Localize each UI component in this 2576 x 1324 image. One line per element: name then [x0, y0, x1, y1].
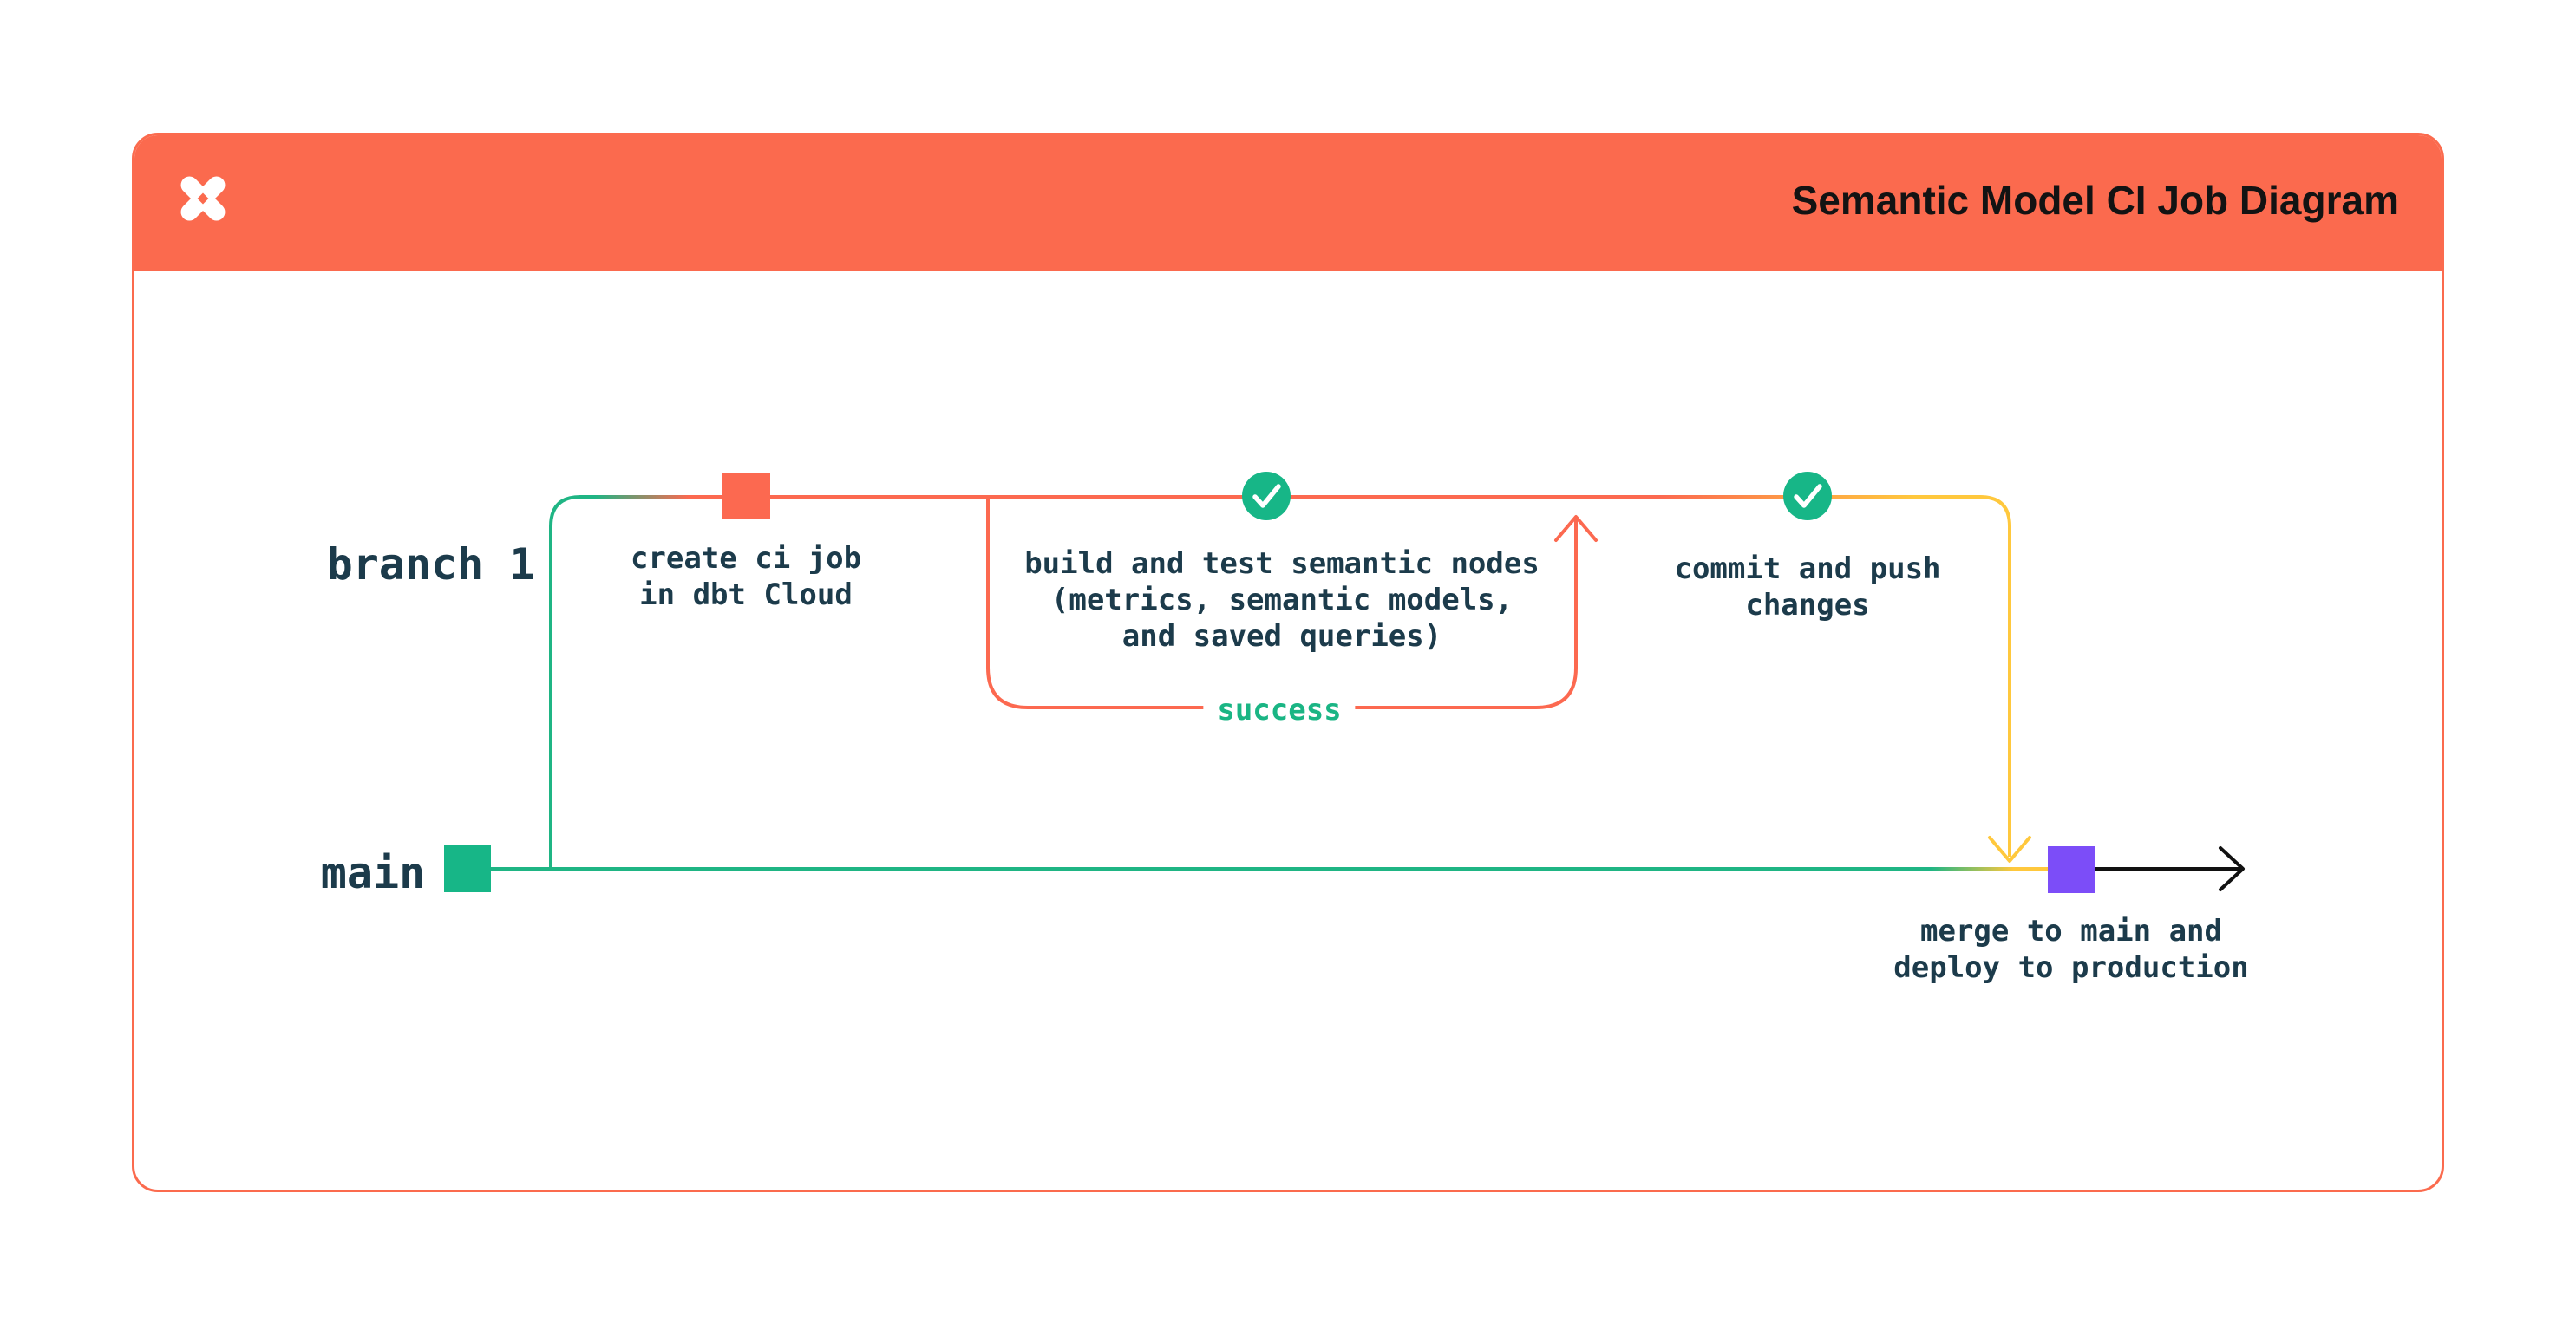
build-test-label: build and test semantic nodes (metrics, …: [1024, 546, 1540, 654]
page-title: Semantic Model CI Job Diagram: [1791, 178, 2399, 223]
commit-node-create-ci: [722, 473, 770, 519]
commit-node-merge: [2048, 846, 2095, 893]
diagram-card: Semantic Model CI Job Diagram: [132, 133, 2444, 1192]
arrow-right-icon: [2219, 846, 2245, 891]
main-label: main: [320, 848, 426, 898]
success-edge-label: success: [1203, 691, 1356, 729]
branch1-label: branch 1: [326, 539, 536, 590]
commit-node-main-start: [444, 845, 491, 892]
check-icon-build-test: [1242, 472, 1291, 520]
dbt-logo-icon: [180, 176, 226, 221]
create-ci-job-label: create ci job in dbt Cloud: [630, 541, 862, 612]
check-icon-commit-push: [1783, 472, 1832, 520]
commit-push-label: commit and push changes: [1674, 551, 1941, 623]
card-header: Semantic Model CI Job Diagram: [134, 135, 2442, 271]
merge-deploy-label: merge to main and deploy to production: [1893, 914, 2249, 985]
arrow-up-icon: [1554, 515, 1598, 542]
arrow-down-icon: [1988, 836, 2031, 863]
